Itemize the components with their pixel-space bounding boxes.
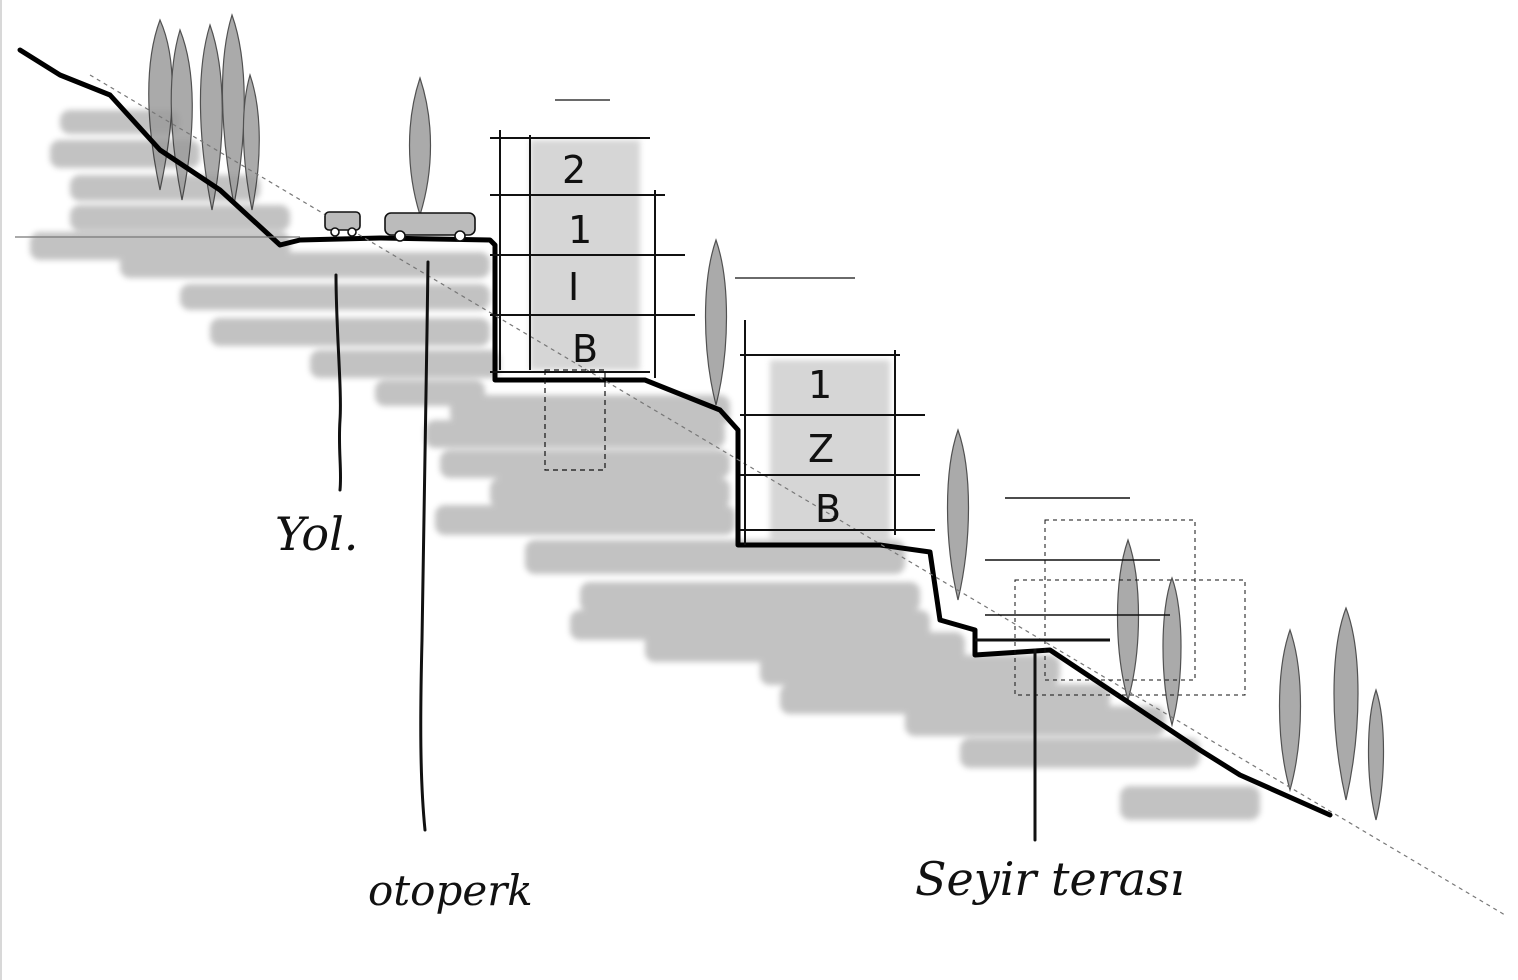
floor-label: B — [572, 327, 598, 371]
floor-label: B — [815, 487, 841, 531]
terrain-shading — [30, 110, 1260, 820]
viewing-terrace-label: Seyir terası — [915, 852, 1185, 906]
floor-label: 2 — [562, 148, 586, 192]
building-lower-terrace — [975, 497, 1246, 696]
building-upper — [490, 99, 695, 471]
floor-label: 1 — [568, 208, 592, 252]
road-and-cars — [324, 211, 476, 242]
floor-label: 1 — [808, 363, 832, 407]
ground-section-line — [17, 47, 1333, 818]
floor-labels-middle: 1 Z B — [808, 363, 841, 531]
floor-label: Z — [808, 427, 834, 471]
parking-label: otoperk — [368, 866, 533, 915]
trees — [148, 13, 1385, 821]
road-label: Yol. — [275, 507, 358, 561]
paper-edge — [0, 0, 2, 980]
floor-label: I — [568, 265, 579, 309]
building-middle — [735, 277, 935, 545]
leader-lines — [334, 260, 1037, 842]
floor-labels-upper: 2 1 I B — [562, 148, 598, 371]
